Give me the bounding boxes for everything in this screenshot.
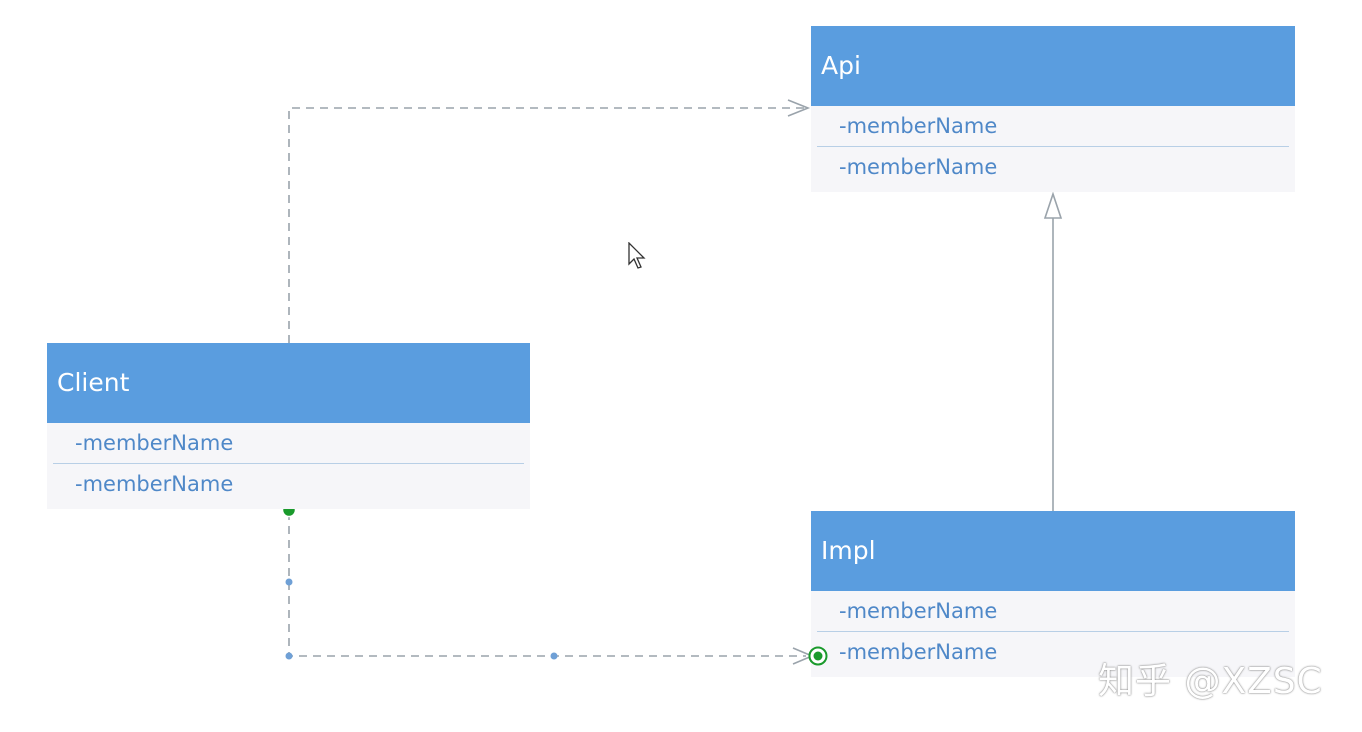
- client-api-dependency[interactable]: [288, 107, 806, 343]
- class-title: Api: [811, 26, 1295, 106]
- class-member: -memberName: [839, 114, 998, 138]
- class-member: -memberName: [839, 155, 998, 179]
- connector-waypoint-handle[interactable]: [285, 578, 293, 586]
- client-impl-dependency[interactable]: [288, 512, 806, 657]
- watermark: 知乎 @XZSC: [1098, 661, 1323, 702]
- class-title: Impl: [811, 511, 1295, 591]
- class-impl[interactable]: Impl -memberName -memberName: [811, 511, 1295, 677]
- class-client[interactable]: Client -memberName -memberName: [47, 343, 530, 509]
- mouse-cursor-icon: [628, 242, 646, 269]
- class-member: -memberName: [839, 599, 998, 623]
- divider: [817, 146, 1289, 147]
- class-title: Client: [47, 343, 530, 423]
- connector-waypoint-handle[interactable]: [550, 652, 558, 660]
- hollow-triangle-head: [1043, 191, 1063, 219]
- connector-waypoint-handle[interactable]: [285, 652, 293, 660]
- open-arrow-head: [787, 99, 811, 117]
- class-member: -memberName: [75, 431, 234, 455]
- divider: [817, 631, 1289, 632]
- class-api[interactable]: Api -memberName -memberName: [811, 26, 1295, 192]
- divider: [53, 463, 524, 464]
- class-member: -memberName: [839, 640, 998, 664]
- class-member: -memberName: [75, 472, 234, 496]
